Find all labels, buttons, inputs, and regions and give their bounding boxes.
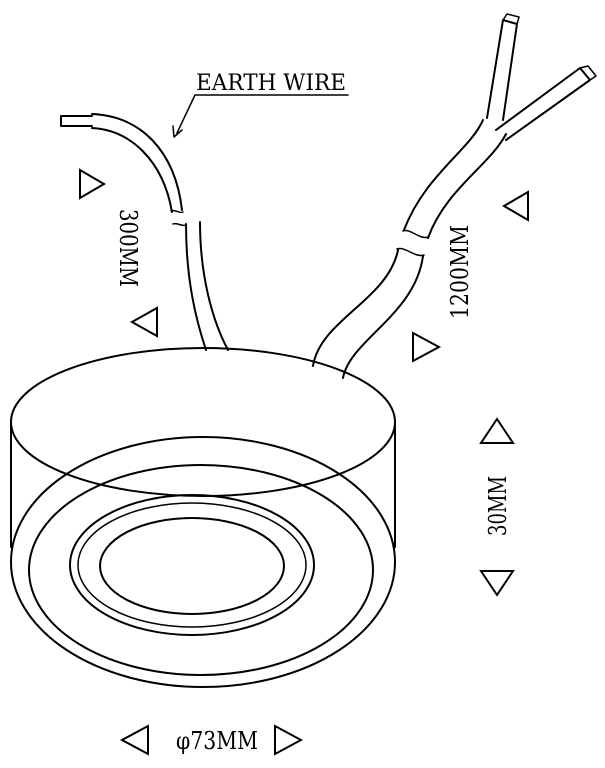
- lens-center: [99, 517, 285, 615]
- earth-length-dimension: 300MM: [79, 168, 158, 338]
- power-cable-sheath-upper: [403, 119, 507, 239]
- earth-wire-leader-arrowhead: [172, 125, 183, 138]
- earth-wire-callout: EARTH WIRE: [172, 71, 349, 138]
- cable-length-label: 1200MM: [446, 225, 474, 319]
- diameter-arrow-left-icon: [119, 724, 149, 756]
- housing-side-wall: [10, 421, 396, 548]
- diameter-label: φ73MM: [176, 727, 258, 755]
- height-label: 30MM: [484, 476, 512, 536]
- earth-wire: [60, 113, 229, 351]
- downlight-housing: [10, 347, 396, 688]
- diameter-arrow-right-icon: [274, 724, 304, 756]
- diameter-dimension: φ73MM: [119, 724, 304, 756]
- earth-wire-break: [170, 209, 187, 227]
- height-arrow-up-icon: [479, 417, 515, 444]
- earth-length-arrow-bottom-icon: [129, 306, 158, 338]
- earth-wire-label: EARTH WIRE: [196, 71, 346, 96]
- earth-wire-leader: [176, 94, 349, 134]
- height-dimension: 30MM: [479, 417, 515, 597]
- lens-inner-ring: [77, 502, 307, 628]
- lens-outer-ring: [69, 494, 315, 636]
- power-conductor-upper-tip: [502, 13, 520, 25]
- earth-length-arrow-top-icon: [79, 168, 106, 200]
- height-arrow-down-icon: [479, 570, 515, 597]
- earth-wire-conductor: [60, 115, 93, 127]
- earth-length-label: 300MM: [114, 209, 142, 287]
- cable-length-arrow-top-icon: [502, 190, 529, 222]
- outer-trim-ring: [28, 464, 374, 676]
- housing-bottom-ellipse: [10, 436, 396, 688]
- power-conductor-right-tip: [579, 65, 597, 81]
- earth-wire-sheath-upper: [91, 113, 183, 213]
- power-cable-sheath-lower: [312, 249, 424, 379]
- power-cable: [312, 13, 597, 379]
- power-cable-break: [396, 229, 429, 257]
- cable-length-arrow-bottom-icon: [412, 331, 442, 363]
- power-conductor-right: [495, 67, 591, 141]
- earth-wire-sheath-lower: [185, 221, 229, 351]
- power-conductor-upper: [486, 19, 518, 121]
- cable-length-dimension: 1200MM: [412, 190, 529, 363]
